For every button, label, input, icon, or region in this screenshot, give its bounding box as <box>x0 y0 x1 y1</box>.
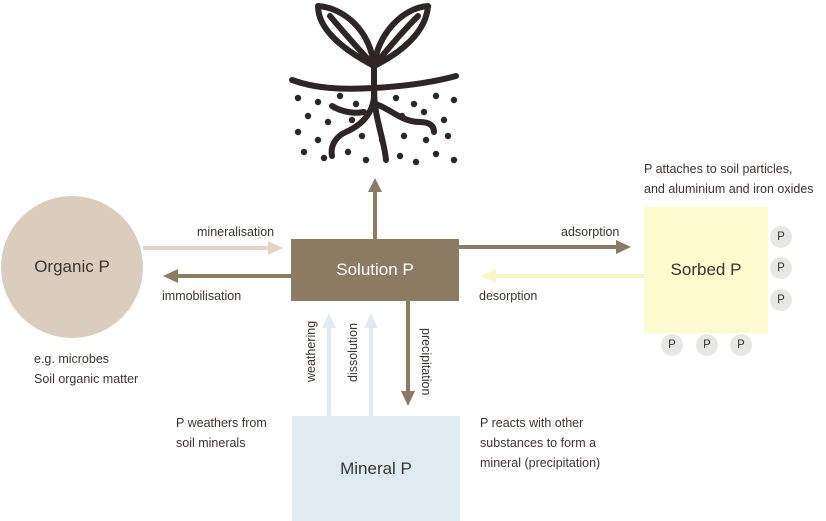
plant-seedling-icon <box>289 3 459 166</box>
solution-p-label: Solution P <box>336 260 414 279</box>
mineral-p-node: Mineral P <box>292 416 460 521</box>
weathers-note-line: P weathers from <box>176 416 267 430</box>
adsorption-arrow <box>459 240 631 254</box>
p-particle: P <box>770 257 792 279</box>
sorbed-note: P attaches to soil particles, and alumin… <box>644 159 814 199</box>
uptake-arrow <box>368 178 382 239</box>
weathers-note: P weathers from soil minerals <box>176 413 267 453</box>
organic-note-line: Soil organic matter <box>34 372 139 386</box>
dissolution-label: dissolution <box>346 322 360 382</box>
desorption-arrow <box>481 269 644 283</box>
sorbed-p-node: Sorbed P <box>644 207 768 333</box>
sorbed-p-label: Sorbed P <box>670 260 742 279</box>
p-particle: P <box>770 226 792 248</box>
reacts-note-line: mineral (precipitation) <box>480 456 601 470</box>
desorption-label: desorption <box>479 289 538 303</box>
mineral-p-label: Mineral P <box>340 458 412 478</box>
organic-p-label: Organic P <box>34 257 110 276</box>
organic-note: e.g. microbes Soil organic matter <box>34 349 138 389</box>
adsorption-label: adsorption <box>561 225 620 239</box>
organic-note-line: e.g. microbes <box>34 352 110 366</box>
weathers-note-line: soil minerals <box>176 436 246 450</box>
p-particle: P <box>661 334 683 356</box>
mineralisation-arrow <box>143 241 283 255</box>
weathering-label: weathering <box>304 320 318 382</box>
precipitation-arrow <box>401 301 415 406</box>
sorbed-note-line: and aluminium and iron oxides <box>644 182 814 196</box>
solution-p-node: Solution P <box>291 239 459 301</box>
immobilisation-label: immobilisation <box>162 289 242 303</box>
immobilisation-arrow <box>163 269 291 283</box>
reacts-note: P reacts with other substances to form a… <box>480 413 600 473</box>
p-particle: P <box>696 334 718 356</box>
reacts-note-line: substances to form a <box>480 436 597 450</box>
mineralisation-label: mineralisation <box>197 225 275 239</box>
organic-p-node: Organic P <box>1 196 143 338</box>
precipitation-label: precipitation <box>419 328 433 396</box>
reacts-note-line: P reacts with other <box>480 416 584 430</box>
weathering-arrow <box>322 313 336 416</box>
p-particle: P <box>730 334 752 356</box>
sorbed-note-line: P attaches to soil particles, <box>644 162 793 176</box>
dissolution-arrow <box>364 313 378 416</box>
p-particle: P <box>770 289 792 311</box>
